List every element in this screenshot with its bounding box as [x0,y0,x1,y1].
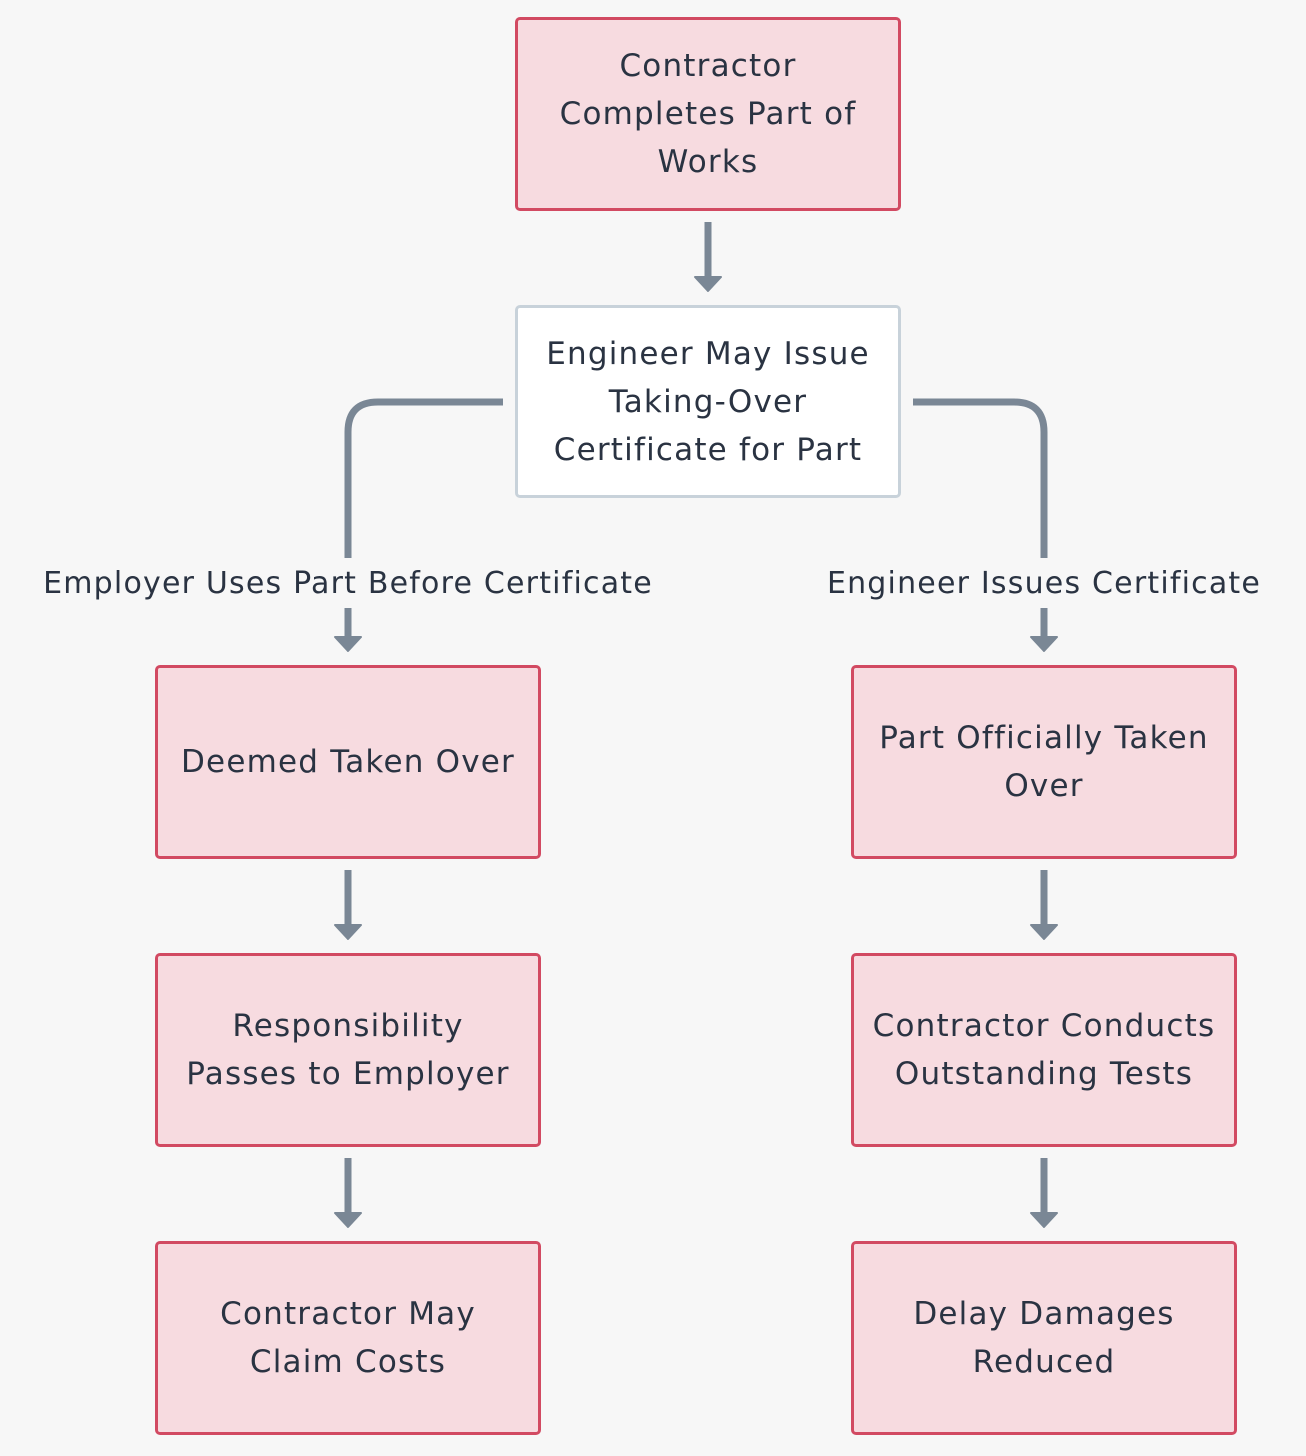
node-part-officially-taken-over: Part Officially Taken Over [851,665,1237,859]
arrowhead-tests [1030,924,1058,940]
arrowhead-deemed [334,636,362,652]
arrowhead-delay [1030,1212,1058,1228]
connector-decision-to-left-branch [344,398,503,558]
arrowhead-official [1030,636,1058,652]
node-label: Engineer May Issue Taking-Over Certifica… [546,335,870,468]
node-contractor-completes-part: Contractor Completes Part of Works [515,17,901,211]
node-contractor-conducts-tests: Contractor Conducts Outstanding Tests [851,953,1237,1147]
node-label: Contractor May Claim Costs [220,1296,476,1380]
node-label: Deemed Taken Over [180,744,515,780]
node-engineer-may-issue-certificate: Engineer May Issue Taking-Over Certifica… [515,305,901,498]
arrowhead-responsibility [334,924,362,940]
arrowhead-decision [694,276,722,292]
connector-decision-to-right-branch [913,398,1048,558]
node-contractor-may-claim-costs: Contractor May Claim Costs [155,1241,541,1435]
node-responsibility-passes: Responsibility Passes to Employer [155,953,541,1147]
node-label: Contractor Conducts Outstanding Tests [872,1008,1216,1092]
node-delay-damages-reduced: Delay Damages Reduced [851,1241,1237,1435]
arrowhead-claim [334,1212,362,1228]
edge-label-employer-uses-part: Employer Uses Part Before Certificate [39,564,657,604]
edge-label-engineer-issues-certificate: Engineer Issues Certificate [822,564,1266,604]
node-label: Responsibility Passes to Employer [186,1008,510,1092]
node-label: Delay Damages Reduced [913,1296,1175,1380]
node-label: Contractor Completes Part of Works [559,48,857,180]
node-deemed-taken-over: Deemed Taken Over [155,665,541,859]
node-label: Part Officially Taken Over [879,720,1209,804]
